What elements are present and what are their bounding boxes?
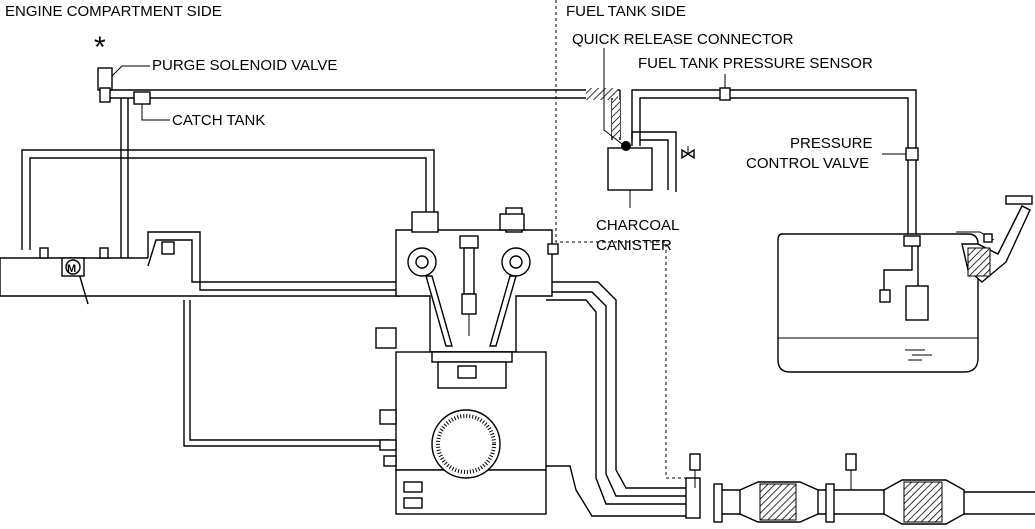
fuel-tank-pressure-sensor: [719, 87, 731, 101]
intake-pipe: [0, 231, 400, 305]
purge-line: [110, 88, 917, 238]
motor-symbol-label: M: [67, 263, 76, 275]
fuel-tank-pressure-sensor-label: FUEL TANK PRESSURE SENSOR: [638, 55, 873, 72]
charcoal-canister: [607, 131, 695, 208]
vacuum-line-loop: [21, 149, 435, 250]
motor-icon: M: [61, 257, 85, 277]
charcoal-canister-label-2: CANISTER: [596, 237, 672, 254]
engine-compartment-side-title: ENGINE COMPARTMENT SIDE: [5, 3, 222, 20]
pressure-control-valve: [905, 147, 919, 161]
asterisk-icon: *: [94, 31, 106, 64]
quick-release-connector-label: QUICK RELEASE CONNECTOR: [572, 31, 794, 48]
exhaust-system: [546, 281, 1035, 525]
catch-tank-label: CATCH TANK: [172, 112, 265, 129]
purge-solenoid-valve: [97, 65, 150, 258]
purge-solenoid-valve-label: PURGE SOLENOID VALVE: [152, 57, 337, 74]
side-divider: [555, 0, 690, 479]
sensor-line: [183, 300, 390, 447]
valve-icon: [681, 146, 695, 160]
quick-release-connector-dot: [621, 141, 631, 151]
engine-block: [375, 207, 559, 515]
quick-release-leader: [603, 48, 623, 145]
spark-plug-icon: [689, 453, 701, 471]
charcoal-canister-label-1: CHARCOAL: [596, 217, 679, 234]
pressure-control-valve-label-2: CONTROL VALVE: [746, 155, 869, 172]
fuel-tank: [777, 195, 1033, 373]
catch-tank: [133, 91, 170, 121]
pressure-control-valve-label-1: PRESSURE: [790, 135, 873, 152]
fuel-tank-side-title: FUEL TANK SIDE: [566, 3, 686, 20]
crank-pulley: [431, 409, 501, 479]
